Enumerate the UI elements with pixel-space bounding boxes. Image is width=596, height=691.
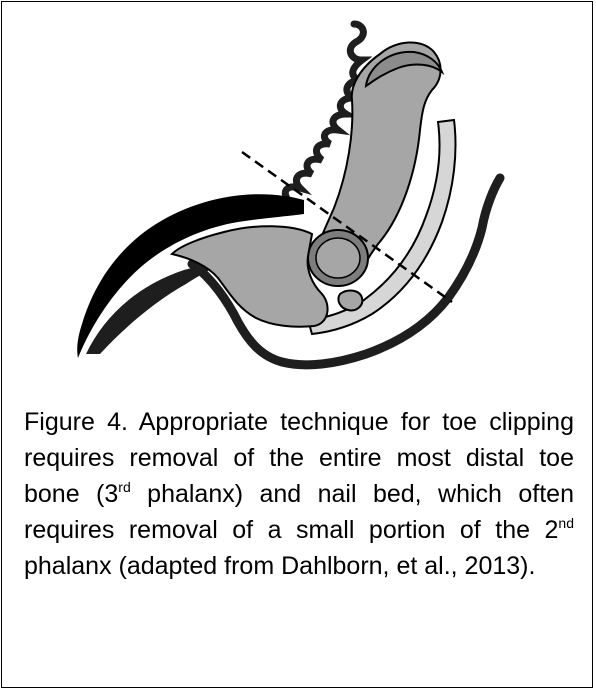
toe-clipping-diagram [2,2,594,392]
caption-superscript-nd: nd [558,515,574,531]
distal-joint-head-inner [316,238,360,278]
caption-superscript-rd: rd [118,479,130,495]
sesamoid-bone [338,291,362,311]
figure-caption: Figure 4. Appropriate technique for toe … [24,404,574,584]
caption-text-3: phalanx (adapted from Dahlborn, et al., … [24,552,535,580]
